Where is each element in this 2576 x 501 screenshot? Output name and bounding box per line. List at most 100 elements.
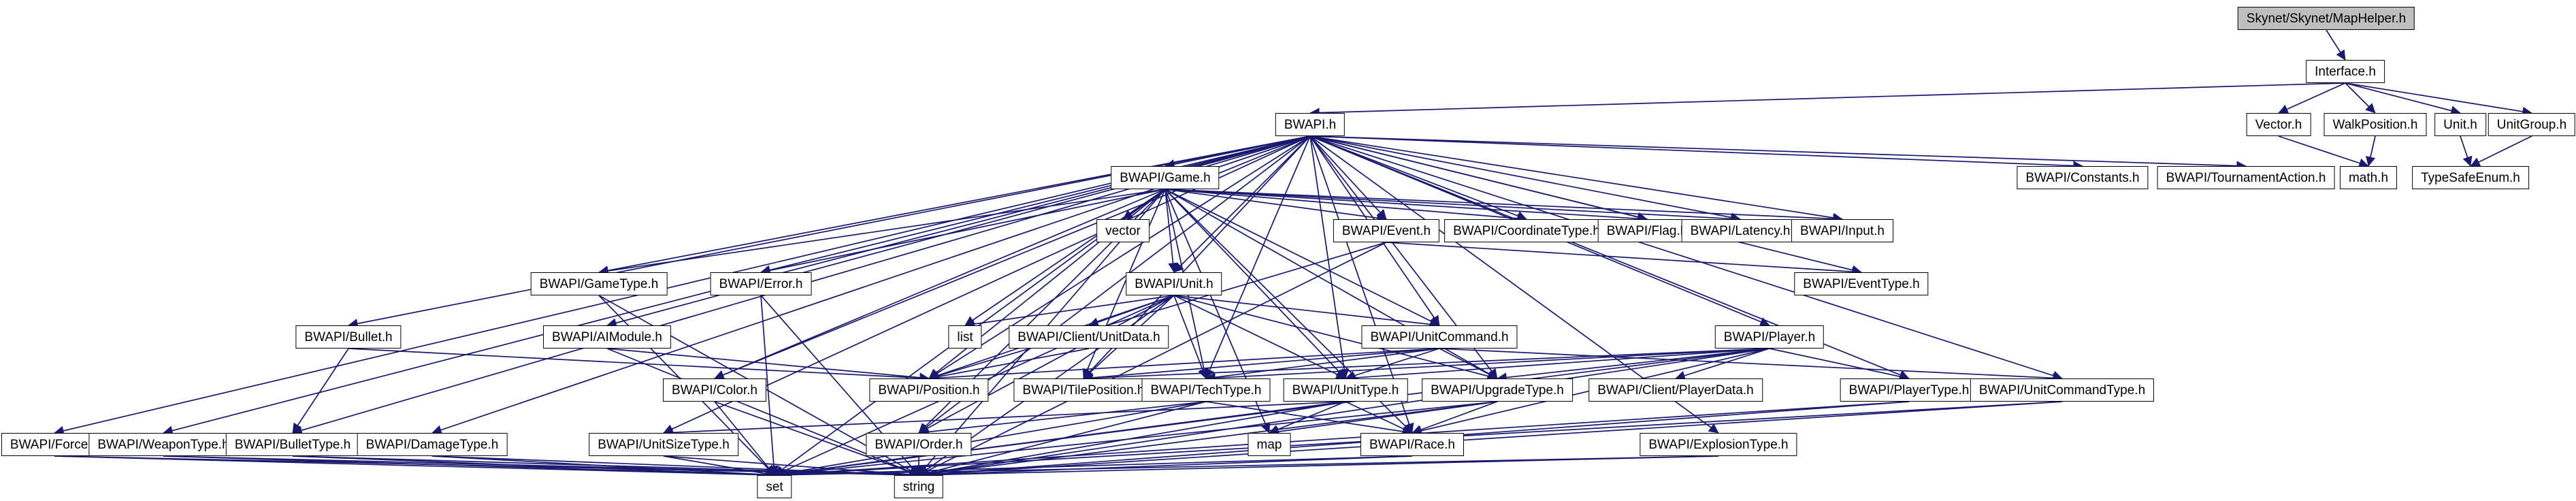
- edge-unit_h-typesafeenum: [2460, 135, 2473, 167]
- edge-aimodule-string_std: [606, 348, 919, 476]
- graph-node-math_h[interactable]: math.h: [2339, 166, 2398, 189]
- graph-node-unittype[interactable]: BWAPI/UnitType.h: [1283, 378, 1408, 402]
- edge-unittype-race: [1345, 401, 1413, 434]
- graph-node-gametype[interactable]: BWAPI/GameType.h: [530, 272, 668, 295]
- graph-node-race[interactable]: BWAPI/Race.h: [1360, 433, 1465, 456]
- graph-node-eventtype[interactable]: BWAPI/EventType.h: [1794, 272, 1929, 295]
- edge-weapontype-set_std: [163, 455, 775, 480]
- graph-node-unitgroup[interactable]: UnitGroup.h: [2488, 113, 2576, 136]
- graph-node-techtype[interactable]: BWAPI/TechType.h: [1141, 378, 1271, 402]
- edge-game-error: [760, 189, 1166, 276]
- edge-player-string_std: [918, 348, 1770, 479]
- edge-bullet-bullettype: [292, 348, 349, 434]
- graph-node-coordinatetype[interactable]: BWAPI/CoordinateType.h: [1444, 219, 1609, 242]
- graph-node-vector_h[interactable]: Vector.h: [2246, 113, 2311, 136]
- edge-upgradetype-map_std: [1269, 401, 1498, 437]
- graph-node-map_std[interactable]: map: [1248, 433, 1291, 456]
- edge-bwapi-input: [1309, 135, 1843, 223]
- graph-node-tileposition[interactable]: BWAPI/TilePosition.h: [1013, 378, 1154, 402]
- graph-node-constants[interactable]: BWAPI/Constants.h: [2017, 166, 2149, 189]
- edge-game-list_std: [964, 189, 1166, 326]
- edge-unitcommand-upgradetype: [1439, 348, 1498, 379]
- edge-damagetype-string_std: [431, 455, 919, 480]
- edge-techtype-set_std: [774, 401, 1207, 479]
- edge-error-set_std: [760, 295, 779, 476]
- edge-explosiontype-set_std: [774, 455, 1719, 480]
- edge-order-set_std: [774, 455, 919, 479]
- edge-interface-unitgroup: [2345, 82, 2532, 116]
- edge-bwapi-unittype: [1309, 135, 1350, 379]
- edge-game-latency: [1164, 189, 1741, 224]
- graph-node-typesafeenum[interactable]: TypeSafeEnum.h: [2412, 166, 2529, 189]
- graph-node-bwapi_unit[interactable]: BWAPI/Unit.h: [1126, 272, 1222, 295]
- edge-interface-bwapi: [1309, 82, 2346, 118]
- edge-player-unittype: [1345, 348, 1770, 383]
- edge-damagetype-set_std: [431, 455, 775, 480]
- edge-color-string_std: [714, 401, 919, 477]
- graph-node-upgradetype[interactable]: BWAPI/UpgradeType.h: [1422, 378, 1573, 402]
- graph-node-damagetype[interactable]: BWAPI/DamageType.h: [357, 433, 508, 456]
- graph-node-position[interactable]: BWAPI/Position.h: [869, 378, 989, 402]
- graph-node-event[interactable]: BWAPI/Event.h: [1333, 219, 1440, 242]
- edge-bwapi-eventtype: [1309, 135, 1862, 275]
- graph-node-weapontype[interactable]: BWAPI/WeaponType.h: [88, 433, 238, 456]
- graph-node-latency[interactable]: BWAPI/Latency.h: [1681, 219, 1799, 242]
- edge-bwapi_unit-unittype: [1173, 295, 1346, 379]
- graph-node-bwapi[interactable]: BWAPI.h: [1275, 113, 1346, 136]
- graph-node-input[interactable]: BWAPI/Input.h: [1791, 219, 1893, 242]
- edge-bwapi-force: [54, 135, 1311, 436]
- edge-bwapi-error: [760, 135, 1311, 275]
- graph-node-bullettype[interactable]: BWAPI/BulletType.h: [225, 433, 360, 456]
- edge-game-unitcommand: [1164, 189, 1440, 326]
- edge-unitcommand-unitcommandtype: [1439, 348, 2063, 383]
- edge-bwapi-gametype: [598, 135, 1311, 276]
- edge-vector_h-math_h: [2278, 135, 2369, 168]
- graph-node-unit_h[interactable]: Unit.h: [2434, 113, 2486, 136]
- edge-bwapi_unit-list_std: [964, 295, 1175, 329]
- edge-game-color: [714, 189, 1166, 380]
- edge-bwapi_unit-techtype: [1173, 295, 1207, 379]
- graph-node-list_std[interactable]: list: [948, 325, 982, 349]
- graph-node-aimodule[interactable]: BWAPI/AIModule.h: [543, 325, 671, 349]
- edge-event-string_std: [918, 242, 1387, 476]
- graph-node-unitdata[interactable]: BWAPI/Client/UnitData.h: [1009, 325, 1169, 349]
- graph-node-player[interactable]: BWAPI/Player.h: [1714, 325, 1825, 349]
- graph-node-error[interactable]: BWAPI/Error.h: [710, 272, 812, 295]
- edge-game-coordinatetype: [1164, 189, 1527, 224]
- graph-node-set_std[interactable]: set: [757, 475, 792, 498]
- graph-node-bullet[interactable]: BWAPI/Bullet.h: [295, 325, 402, 349]
- edge-upgradetype-set_std: [774, 401, 1498, 479]
- edge-game-unittype: [1164, 189, 1346, 379]
- edge-unitsizetype-set_std: [663, 455, 775, 479]
- graph-node-vector_std[interactable]: vector: [1096, 219, 1150, 242]
- graph-node-playertype[interactable]: BWAPI/PlayerType.h: [1840, 378, 1978, 402]
- edge-interface-vector_h: [2278, 82, 2346, 114]
- graph-node-tournamentaction[interactable]: BWAPI/TournamentAction.h: [2157, 166, 2335, 189]
- graph-node-color[interactable]: BWAPI/Color.h: [662, 378, 767, 402]
- edge-walkposition-math_h: [2365, 135, 2376, 167]
- edge-bwapi-unitcommandtype: [1309, 135, 2063, 381]
- graph-node-unitcommandtype[interactable]: BWAPI/UnitCommandType.h: [1970, 378, 2155, 402]
- graph-node-unitsizetype[interactable]: BWAPI/UnitSizeType.h: [589, 433, 738, 456]
- graph-node-order[interactable]: BWAPI/Order.h: [866, 433, 972, 456]
- graph-node-maphelper[interactable]: Skynet/Skynet/MapHelper.h: [2237, 7, 2415, 30]
- edge-player-playertype: [1769, 348, 1910, 382]
- graph-node-playerdata[interactable]: BWAPI/Client/PlayerData.h: [1588, 378, 1763, 402]
- edge-game-gametype: [598, 189, 1166, 276]
- edge-bullettype-set_std: [292, 455, 775, 480]
- edge-unittype-map_std: [1269, 401, 1346, 434]
- edge-player-playerdata: [1675, 348, 1770, 381]
- edge-interface-walkposition: [2345, 82, 2376, 114]
- edge-techtype-order: [918, 401, 1207, 437]
- graph-node-string_std[interactable]: string: [894, 475, 944, 498]
- graph-node-walkposition[interactable]: WalkPosition.h: [2324, 113, 2427, 136]
- edge-color-set_std: [714, 401, 775, 476]
- graph-node-game[interactable]: BWAPI/Game.h: [1111, 166, 1220, 189]
- graph-node-interface[interactable]: Interface.h: [2306, 60, 2385, 83]
- edge-bwapi-constants: [1309, 135, 2083, 171]
- graph-node-unitcommand[interactable]: BWAPI/UnitCommand.h: [1361, 325, 1518, 349]
- edge-race-string_std: [918, 455, 1413, 480]
- graph-node-explosiontype[interactable]: BWAPI/ExplosionType.h: [1640, 433, 1797, 456]
